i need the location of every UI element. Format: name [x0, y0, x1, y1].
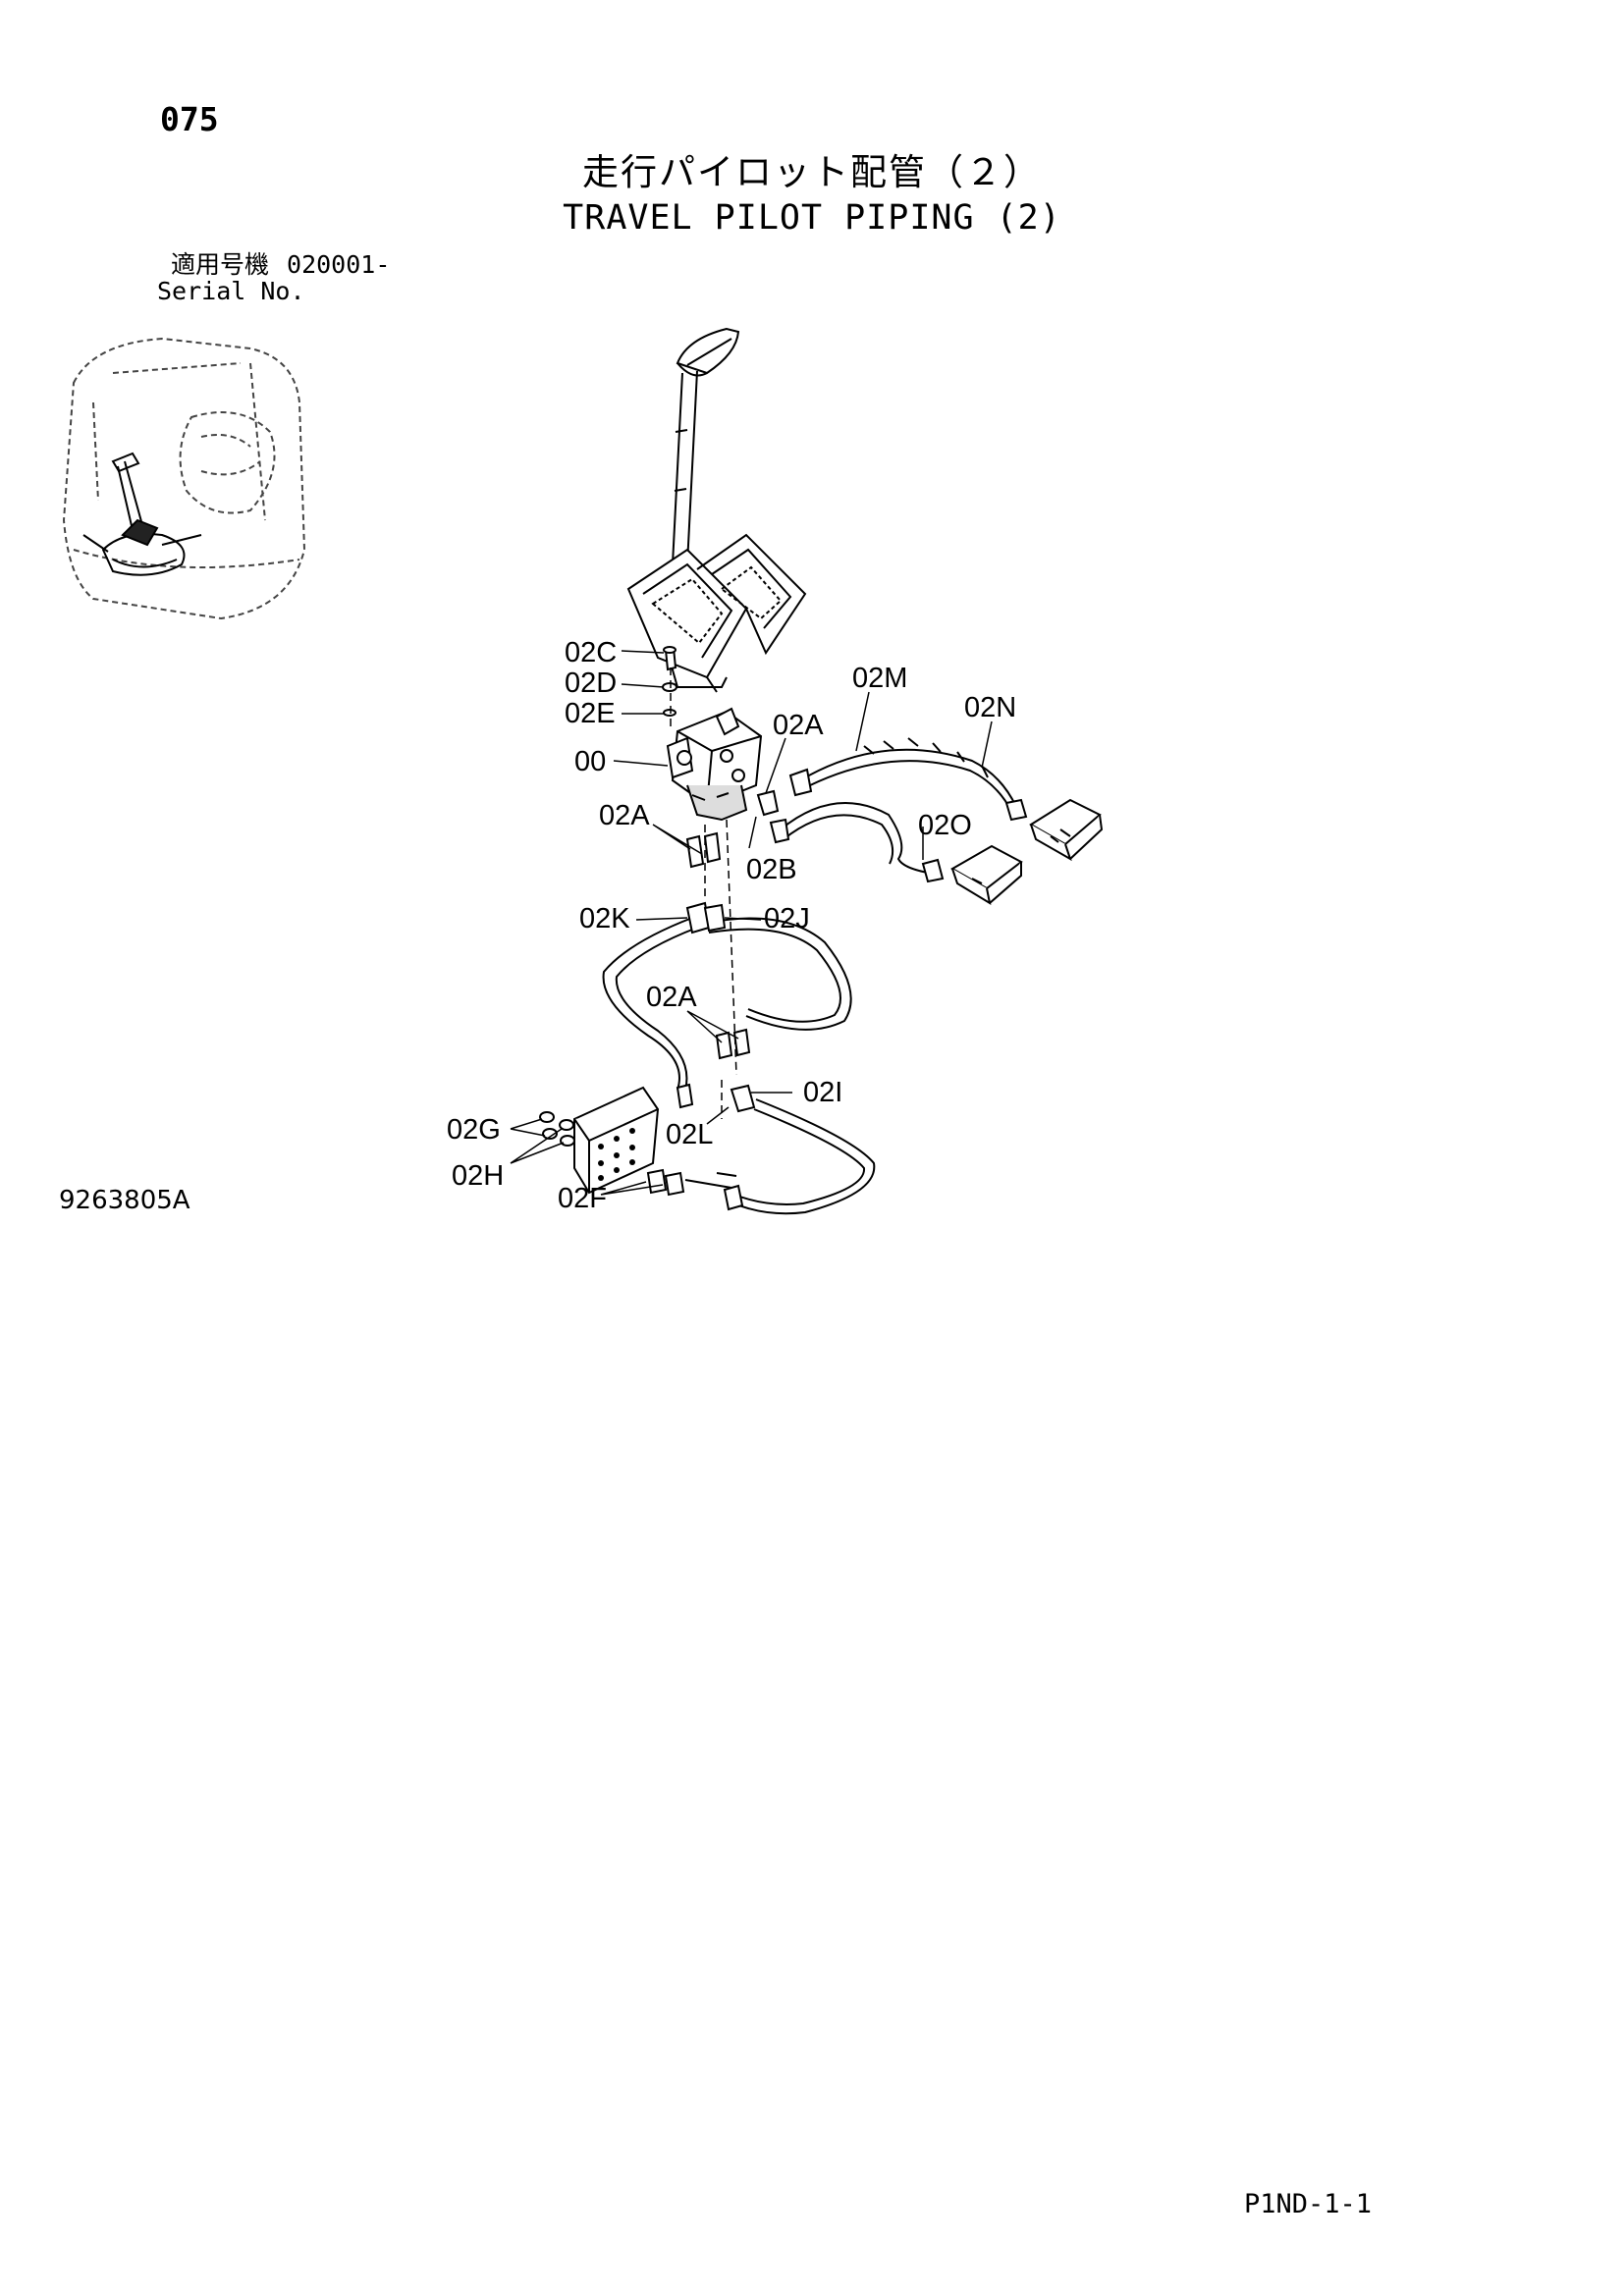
pilot-valve-body — [666, 707, 763, 822]
mounting-bracket — [573, 1086, 660, 1195]
serial-block: 適用号機 020001- Serial No. — [157, 251, 390, 304]
travel-lever-pedal-assembly — [626, 327, 807, 693]
callout-02n: 02N — [964, 692, 1016, 723]
callout-02a-middle: 02A — [646, 982, 697, 1013]
callout-02a-upper-right: 02A — [773, 710, 824, 741]
callout-02e: 02E — [565, 698, 616, 729]
page-title: 走行パイロット配管（２） TRAVEL PILOT PIPING (2) — [0, 149, 1624, 240]
fittings-02a — [685, 789, 780, 1060]
callout-02c: 02C — [565, 637, 617, 668]
callout-02h: 02H — [452, 1160, 504, 1192]
title-english: TRAVEL PILOT PIPING (2) — [563, 198, 1061, 238]
callout-02g: 02G — [447, 1114, 501, 1146]
leader-lines — [510, 650, 993, 1196]
callout-02j: 02J — [764, 903, 810, 934]
drawing-number: 9263805A — [59, 1186, 190, 1215]
hoses-02j-02k — [602, 901, 852, 1109]
sheet-code: P1ND-1-1 — [1244, 2189, 1373, 2219]
title-japanese: 走行パイロット配管（２） — [582, 151, 1042, 193]
callout-00: 00 — [574, 746, 606, 777]
serial-value: 020001- — [287, 250, 391, 279]
callout-02m: 02M — [852, 663, 907, 694]
cab-location-thumbnail — [62, 337, 306, 620]
serial-label-jp: 適用号機 — [171, 250, 270, 279]
callout-02b: 02B — [746, 854, 797, 885]
hoses-02i-02l — [716, 1084, 876, 1215]
callout-02d: 02D — [565, 667, 617, 699]
foot-pedal-upper — [1029, 798, 1104, 862]
hose-02o — [769, 802, 945, 883]
foot-pedal-lower — [949, 844, 1023, 906]
callout-02f: 02F — [558, 1183, 607, 1214]
callout-02k: 02K — [579, 903, 630, 934]
page-number: 075 — [160, 100, 219, 138]
top-bolt-washers — [662, 646, 677, 717]
callout-02o: 02O — [918, 810, 972, 841]
serial-label-en: Serial No. — [157, 277, 305, 305]
callout-02l: 02L — [666, 1119, 713, 1150]
callout-labels: 02C 02D 02E 00 02A 02A 02M 02N 02O 02B 0… — [447, 637, 1016, 1214]
hose-02m — [788, 737, 1028, 822]
callout-02a-upper-left: 02A — [599, 800, 650, 831]
callout-02i: 02I — [803, 1077, 842, 1108]
